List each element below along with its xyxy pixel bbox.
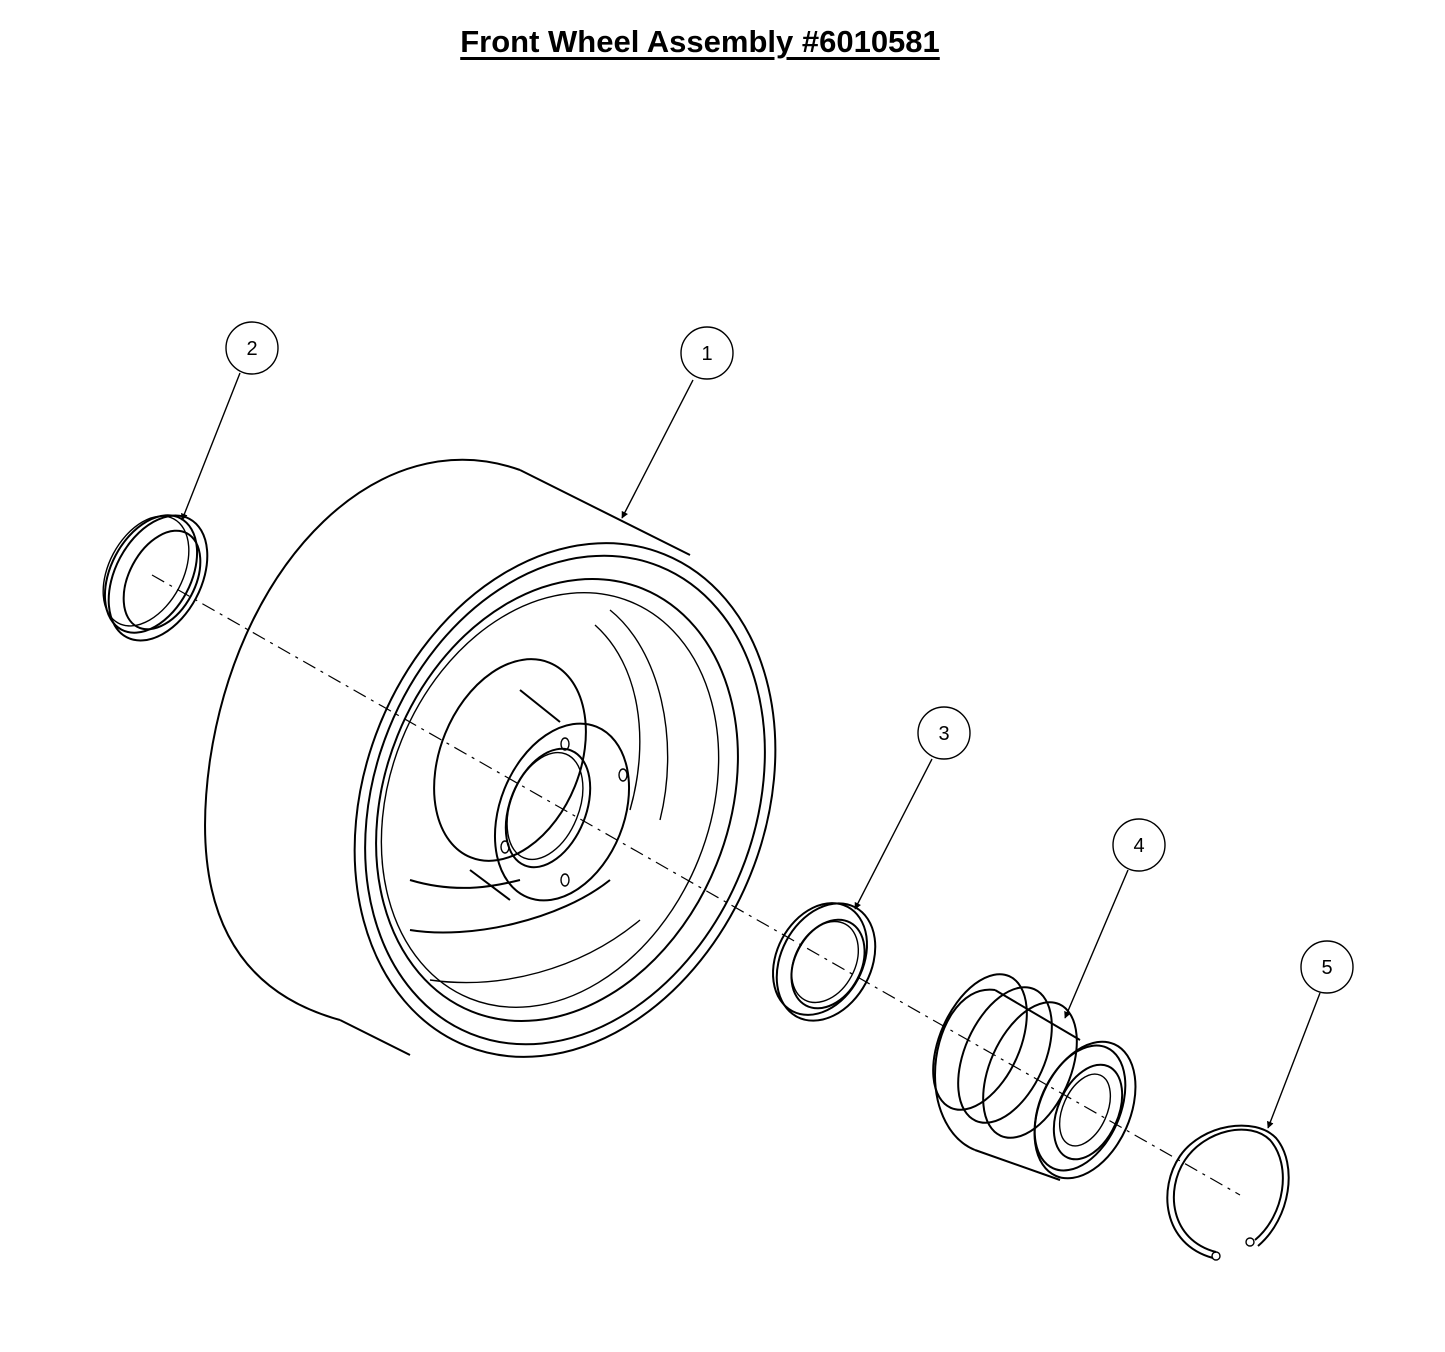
part-2-seal-ring: [102, 514, 209, 642]
center-axis: [151, 574, 1241, 1196]
callout-balloon-3: 3: [917, 706, 971, 760]
callout-number: 4: [1133, 835, 1144, 857]
callout-number: 2: [246, 338, 257, 360]
part-4-bearing: [932, 973, 1137, 1181]
part-1-wheel: [204, 458, 777, 1058]
callout-balloon-2: 2: [225, 321, 279, 375]
callout-balloon-5: 5: [1300, 940, 1354, 994]
part-5-retaining-ring: [1166, 1124, 1290, 1261]
part-3-seal: [772, 902, 877, 1022]
callout-number: 1: [701, 343, 712, 365]
callout-number: 5: [1321, 957, 1332, 979]
callout-number: 3: [938, 723, 949, 745]
callout-balloon-4: 4: [1112, 818, 1166, 872]
callout-leaders: [181, 372, 1321, 1129]
callout-balloon-1: 1: [680, 326, 734, 380]
drawing-title: Front Wheel Assembly #6010581: [460, 24, 940, 59]
